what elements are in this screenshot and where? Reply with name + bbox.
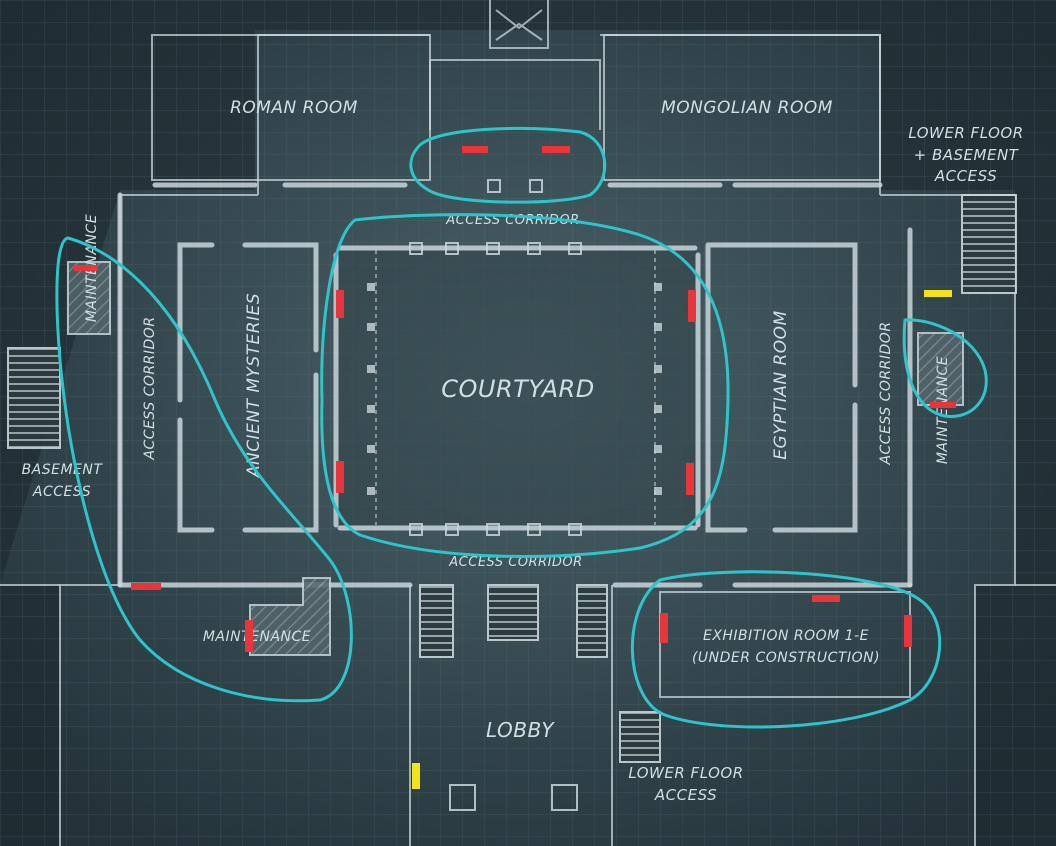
door-marker — [904, 615, 912, 647]
door-marker — [688, 290, 696, 322]
lobby-stairs-center — [487, 584, 539, 641]
label-ancient-mysteries: ANCIENT MYSTERIES — [244, 293, 264, 478]
label-lower-floor-basement-2: + BASEMENT — [914, 146, 1020, 164]
annotation-group — [55, 126, 988, 729]
annotation-circle-left — [55, 236, 353, 703]
top-column — [529, 179, 543, 193]
label-lower-floor-access-1: LOWER FLOOR — [628, 764, 743, 782]
door-marker — [245, 620, 253, 652]
lower-floor-stairs-top-right — [961, 194, 1017, 294]
lobby-stairs-right — [576, 584, 608, 658]
label-access-corridor-right: ACCESS CORRIDOR — [878, 321, 894, 465]
door-marker — [462, 146, 488, 153]
label-courtyard: COURTYARD — [441, 375, 594, 403]
door-markers — [74, 146, 956, 652]
label-maintenance-bottom-left: MAINTENANCE — [203, 629, 311, 645]
annotation-circle-right — [902, 318, 988, 418]
door-marker — [686, 463, 694, 495]
basement-stairs — [7, 347, 61, 449]
annotation-circle-top — [409, 126, 607, 204]
label-maintenance-right: MAINTENANCE — [935, 356, 951, 464]
ancient-mysteries-walls — [177, 242, 319, 533]
label-exhibition-2: (UNDER CONSTRUCTION) — [692, 650, 880, 666]
lower-floor-stairs-bottom — [619, 711, 661, 763]
label-lobby: LOBBY — [486, 718, 555, 742]
courtyard-columns — [367, 242, 662, 536]
door-marker — [812, 595, 840, 602]
label-basement-access-2: ACCESS — [32, 484, 91, 500]
label-lower-floor-basement-1: LOWER FLOOR — [908, 124, 1023, 142]
label-basement-access-1: BASEMENT — [22, 462, 104, 478]
north-door — [489, 0, 549, 49]
door-marker — [336, 290, 344, 318]
label-lower-floor-access-2: ACCESS — [654, 786, 717, 804]
label-exhibition-1: EXHIBITION ROOM 1-E — [703, 628, 869, 644]
annotation-circle-courtyard — [320, 213, 730, 558]
label-lower-floor-basement-3: ACCESS — [934, 167, 997, 185]
top-column — [487, 179, 501, 193]
entry-marker-lobby — [412, 763, 420, 789]
door-marker — [930, 402, 956, 408]
entry-marker-right — [924, 290, 952, 297]
label-access-corridor-left: ACCESS CORRIDOR — [142, 316, 158, 460]
door-marker — [542, 146, 570, 153]
door-marker — [74, 265, 98, 271]
label-egyptian-room: EGYPTIAN ROOM — [771, 310, 791, 459]
lobby-stairs-left — [419, 584, 454, 658]
door-marker — [131, 583, 161, 590]
maintenance-room-top-left — [67, 261, 111, 335]
egyptian-room-walls — [705, 242, 858, 533]
annotation-circle-exhibition — [631, 570, 942, 729]
top-rooms-walls — [151, 0, 883, 188]
door-marker — [660, 613, 668, 643]
door-marker — [336, 461, 344, 493]
lobby-pillar-right — [551, 784, 578, 811]
maintenance-room-bottom-left — [249, 577, 331, 656]
label-access-corridor-bottom: ACCESS CORRIDOR — [448, 555, 582, 570]
label-roman-room: ROMAN ROOM — [230, 98, 358, 118]
lobby-pillar-left — [449, 784, 476, 811]
label-mongolian-room: MONGOLIAN ROOM — [661, 98, 833, 118]
